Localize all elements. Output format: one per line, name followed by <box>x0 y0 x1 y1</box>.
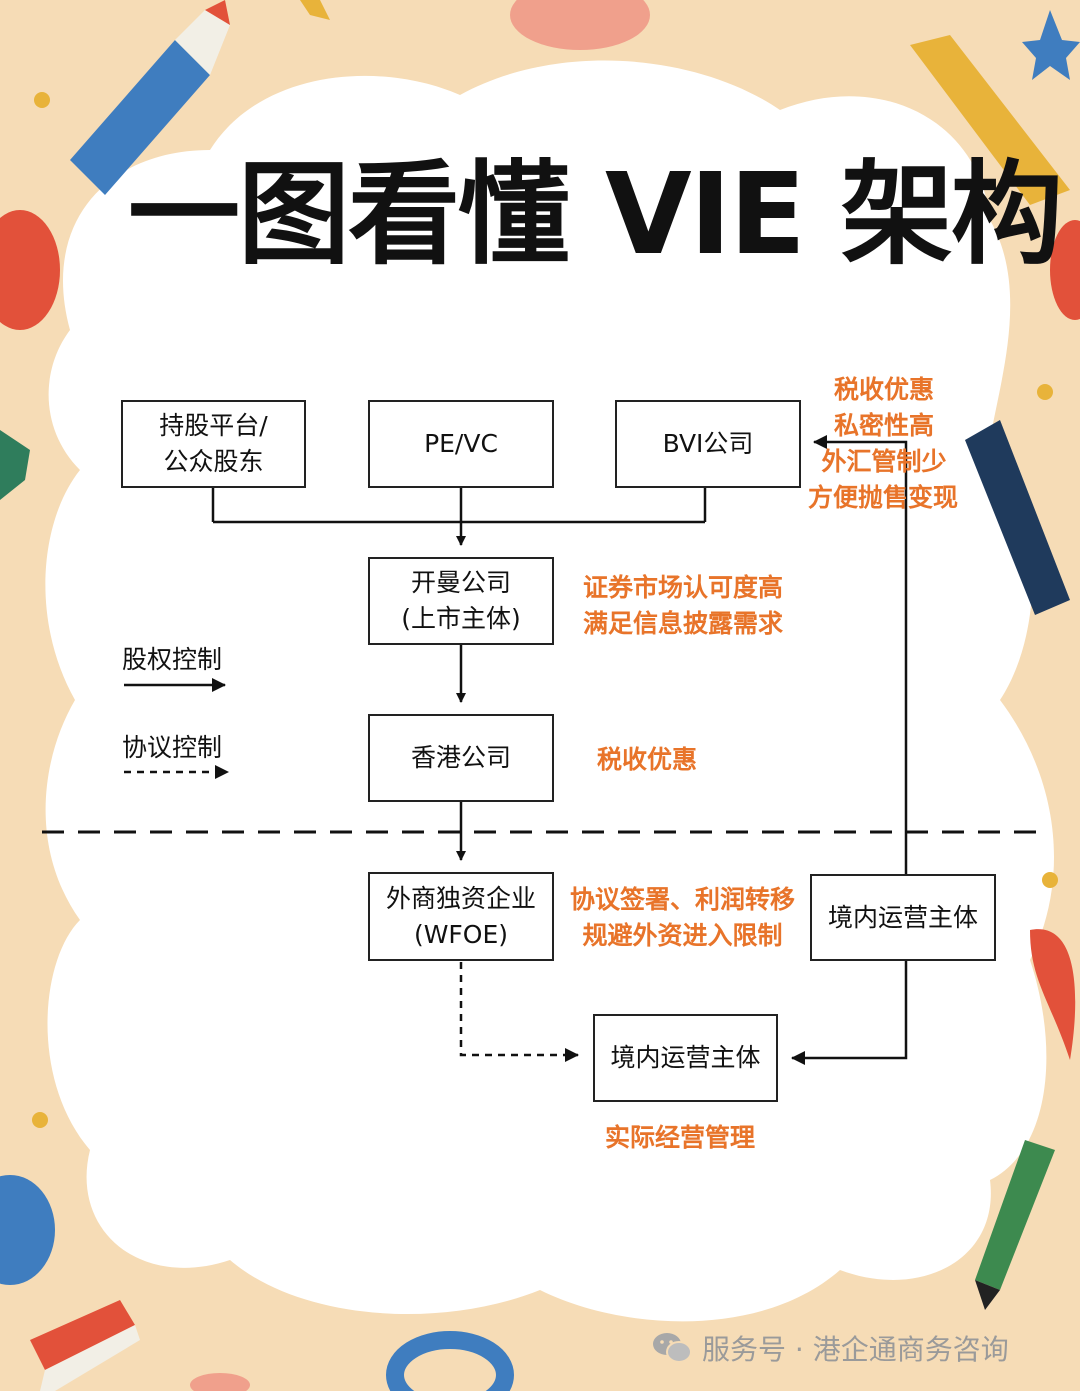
domestic-entity-bottom-label: 境内运营主体 <box>610 1043 761 1072</box>
cayman-company-line2: (上市主体) <box>401 604 521 633</box>
hk-company-label: 香港公司 <box>410 743 511 772</box>
equity-lines-top <box>211 487 707 546</box>
star-top-center-icon <box>300 0 330 20</box>
shareholding-platform-line2: 公众股东 <box>163 447 264 476</box>
blue-ring-bottom-icon <box>386 1331 514 1391</box>
red-leaf-right-icon <box>1030 929 1076 1060</box>
bvi-note-1: 税收优惠 <box>833 375 934 404</box>
hk-company-box: 香港公司 <box>368 714 554 802</box>
domestic-note-1: 实际经营管理 <box>605 1123 756 1152</box>
cayman-note-1: 证券市场认可度高 <box>583 573 784 602</box>
green-leaf-left-icon <box>0 430 30 500</box>
legend-agreement-control-label: 协议控制 <box>122 733 223 762</box>
cayman-company-box: 开曼公司 (上市主体) <box>368 557 554 645</box>
cayman-company-line1: 开曼公司 <box>410 568 511 597</box>
dot-yellow-left-icon <box>34 92 50 108</box>
bvi-company-box: BVI公司 <box>615 400 801 488</box>
pe-vc-box: PE/VC <box>368 400 554 488</box>
pencil-navy-right-icon <box>965 420 1070 615</box>
bvi-note-4: 方便抛售变现 <box>808 483 959 512</box>
cayman-note-2: 满足信息披露需求 <box>583 609 784 638</box>
red-blob-right-icon <box>1050 220 1080 320</box>
domestic-entity-bottom-box: 境内运营主体 <box>593 1014 778 1102</box>
wfoe-note-1: 协议签署、利润转移 <box>569 885 795 914</box>
cayman-annotation: 证券市场认可度高 满足信息披露需求 <box>583 570 783 642</box>
line-right-domestic-to-bottom <box>791 960 908 1065</box>
wfoe-line1: 外商独资企业 <box>385 883 536 913</box>
star-top-right-icon <box>1022 10 1080 80</box>
white-cloud-panel <box>45 60 1054 1322</box>
hk-note-1: 税收优惠 <box>597 745 698 774</box>
bvi-note-2: 私密性高 <box>833 411 934 440</box>
shareholding-platform-box: 持股平台/ 公众股东 <box>121 400 306 488</box>
pencil-top-right-icon <box>910 35 1070 205</box>
bvi-annotation: 税收优惠 私密性高 外汇管制少 方便抛售变现 <box>808 372 960 516</box>
shareholding-platform-line1: 持股平台/ <box>159 411 268 440</box>
bvi-note-3: 外汇管制少 <box>821 447 947 476</box>
watermark-text: 服务号 · 港企通商务咨询 <box>702 1333 1009 1366</box>
pe-vc-label: PE/VC <box>424 429 498 458</box>
page-title: 一图看懂 VIE 架构 <box>128 150 1063 280</box>
pencil-top-left-icon <box>70 0 230 195</box>
domestic-entity-right-label: 境内运营主体 <box>827 902 978 932</box>
legend-equity-control-label: 股权控制 <box>122 645 223 674</box>
wfoe-line2: (WFOE) <box>413 919 509 949</box>
pink-blob-bottom-icon <box>190 1373 250 1391</box>
domestic-entity-right-box: 境内运营主体 <box>810 874 996 961</box>
wechat-icon <box>653 1333 692 1363</box>
watermark: 服务号 · 港企通商务咨询 <box>652 1326 1009 1370</box>
wfoe-note-2: 规避外资进入限制 <box>582 921 783 950</box>
pink-blob-top-icon <box>510 0 650 50</box>
pencil-green-bottom-right-icon <box>975 1140 1055 1310</box>
dot-yellow-right-icon <box>1037 384 1053 400</box>
bvi-company-label: BVI公司 <box>662 429 754 458</box>
pencil-bottom-left-icon <box>30 1300 140 1391</box>
domestic-annotation: 实际经营管理 <box>605 1120 755 1156</box>
dot-yellow-right2-icon <box>1042 872 1058 888</box>
dot-yellow-left2-icon <box>32 1112 48 1128</box>
hk-annotation: 税收优惠 <box>597 742 697 778</box>
agreement-line-wfoe-to-domestic <box>459 962 579 1062</box>
blue-blob-bottom-left-icon <box>0 1175 55 1285</box>
red-leaf-left-icon <box>0 210 60 330</box>
wfoe-box: 外商独资企业 (WFOE) <box>368 872 554 961</box>
line-right-domestic-to-bvi <box>813 435 908 874</box>
wfoe-annotation: 协议签署、利润转移 规避外资进入限制 <box>560 882 805 954</box>
